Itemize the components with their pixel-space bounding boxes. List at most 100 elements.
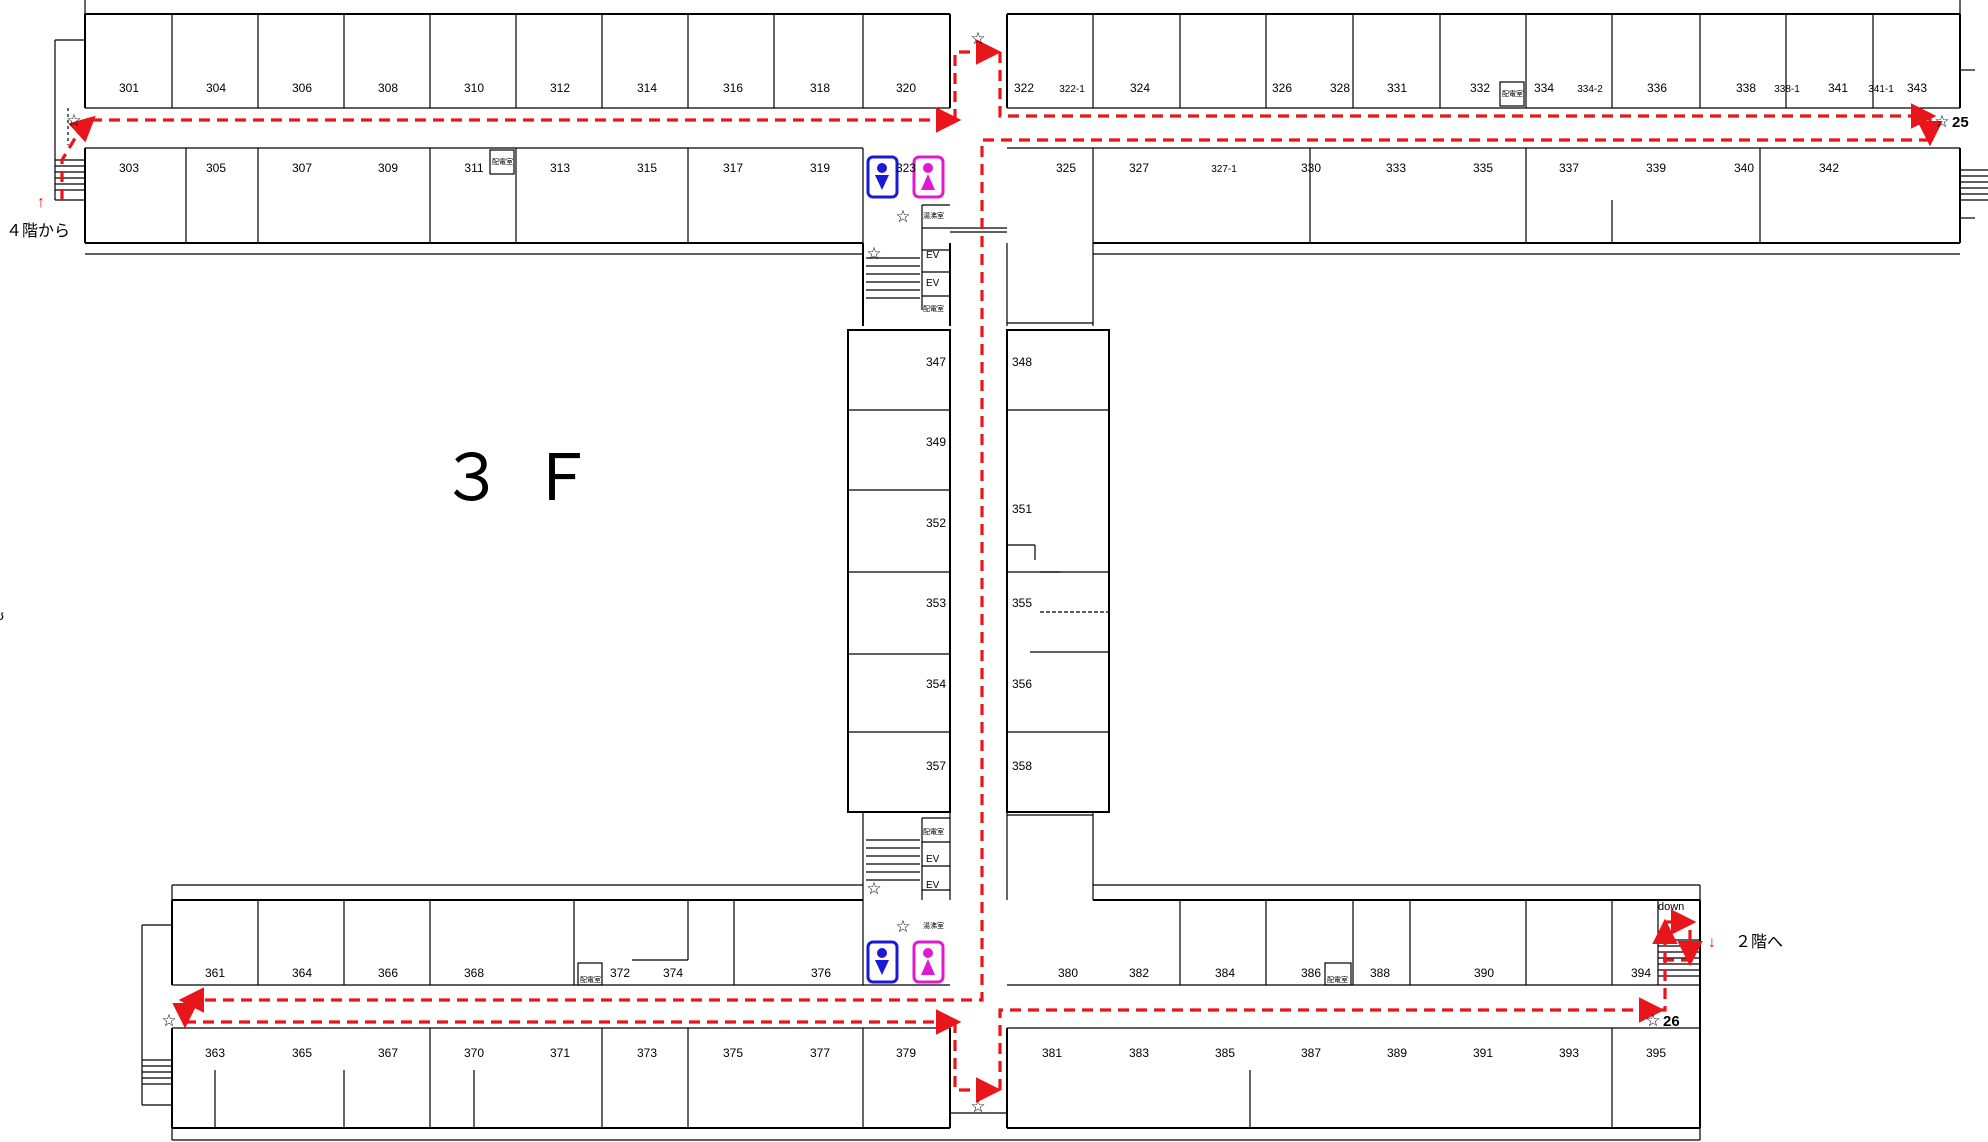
- down-arrow-icon: ↓: [1708, 934, 1716, 951]
- center-wing-walls: [847, 204, 1110, 900]
- room-label-368: 368: [464, 966, 484, 980]
- checkpoint-25: 25: [1952, 114, 1969, 131]
- room-label-320: 320: [896, 81, 916, 95]
- room-label-309: 309: [378, 161, 398, 175]
- utility-room-label: 湯沸室: [923, 211, 944, 220]
- room-label-330: 330: [1301, 161, 1321, 175]
- room-label-363: 363: [205, 1046, 225, 1060]
- room-label-312: 312: [550, 81, 570, 95]
- room-label-364: 364: [292, 966, 312, 980]
- room-label-343: 343: [1907, 81, 1927, 95]
- electric-room-label: 配電室: [923, 827, 944, 836]
- north-wing-walls: [54, 0, 1988, 255]
- room-label-304: 304: [206, 81, 226, 95]
- room-label-303: 303: [119, 161, 139, 175]
- room-label-305: 305: [206, 161, 226, 175]
- star-icon: ☆: [866, 244, 881, 264]
- star-icon: ☆: [895, 207, 910, 227]
- notes: ↑ ４階から ↓ ２階へ down ３Ｆ ʊ: [0, 194, 1783, 951]
- room-label-354: 354: [926, 677, 946, 691]
- room-label-342: 342: [1819, 161, 1839, 175]
- mens-restroom-icon: [866, 940, 899, 984]
- room-label-325: 325: [1056, 161, 1076, 175]
- womens-restroom-icon: [912, 940, 945, 984]
- star-icon: ☆: [1645, 1011, 1660, 1031]
- elevator-label: EV: [926, 250, 940, 261]
- room-label-387: 387: [1301, 1046, 1321, 1060]
- room-label-338: 338: [1736, 81, 1756, 95]
- star-icon: ☆: [866, 879, 881, 899]
- room-label-336: 336: [1647, 81, 1667, 95]
- elevator-label: EV: [926, 880, 940, 891]
- room-label-355: 355: [1012, 596, 1032, 610]
- room-label-375: 375: [723, 1046, 743, 1060]
- room-label-349: 349: [926, 435, 946, 449]
- south-restrooms: [866, 940, 945, 984]
- facility-labels: 湯沸室 EV EV 配電室 配電室 EV EV 湯沸室 配電室 配電室 配電室 …: [492, 89, 1523, 984]
- room-label-307: 307: [292, 161, 312, 175]
- room-label-366: 366: [378, 966, 398, 980]
- from-4f-note: ４階から: [6, 222, 70, 240]
- room-label-341: 341: [1828, 81, 1848, 95]
- star-icon: ☆: [970, 29, 985, 49]
- room-label-339: 339: [1646, 161, 1666, 175]
- room-label-395: 395: [1646, 1046, 1666, 1060]
- room-label-389: 389: [1387, 1046, 1407, 1060]
- electric-room-label: 配電室: [1327, 975, 1348, 984]
- up-arrow-icon: ↑: [37, 194, 45, 211]
- room-label-377: 377: [810, 1046, 830, 1060]
- room-label-341-1: 341-1: [1868, 84, 1894, 95]
- room-label-301: 301: [119, 81, 139, 95]
- room-label-326: 326: [1272, 81, 1292, 95]
- room-label-315: 315: [637, 161, 657, 175]
- room-label-388: 388: [1370, 966, 1390, 980]
- room-label-319: 319: [810, 161, 830, 175]
- room-label-340: 340: [1734, 161, 1754, 175]
- room-label-335: 335: [1473, 161, 1493, 175]
- room-label-316: 316: [723, 81, 743, 95]
- elevator-label: EV: [926, 278, 940, 289]
- room-label-361: 361: [205, 966, 225, 980]
- room-label-391: 391: [1473, 1046, 1493, 1060]
- room-label-324: 324: [1130, 81, 1150, 95]
- room-label-314: 314: [637, 81, 657, 95]
- evacuation-route: [60, 39, 1943, 1103]
- star-icon: ☆: [970, 1097, 985, 1117]
- room-label-322-1: 322-1: [1059, 84, 1085, 95]
- electric-room-label: 配電室: [580, 975, 601, 984]
- room-label-357: 357: [926, 759, 946, 773]
- north-restrooms: [866, 155, 945, 199]
- utility-room-label: 湯沸室: [923, 921, 944, 930]
- route-stars: ☆ ☆ ☆ ☆ ☆ ☆ ☆ ☆ ☆ ☆ 25 26: [66, 29, 1968, 1117]
- room-label-383: 383: [1129, 1046, 1149, 1060]
- room-label-334: 334: [1534, 81, 1554, 95]
- electric-room-label: 配電室: [1502, 89, 1523, 98]
- star-icon: ☆: [1934, 112, 1949, 132]
- room-label-374: 374: [663, 966, 683, 980]
- down-label: down: [1658, 901, 1684, 913]
- room-label-379: 379: [896, 1046, 916, 1060]
- room-label-386: 386: [1301, 966, 1321, 980]
- room-label-348: 348: [1012, 355, 1032, 369]
- room-label-372: 372: [610, 966, 630, 980]
- room-label-332: 332: [1470, 81, 1490, 95]
- room-label-318: 318: [810, 81, 830, 95]
- room-label-333: 333: [1386, 161, 1406, 175]
- room-label-347: 347: [926, 355, 946, 369]
- room-label-373: 373: [637, 1046, 657, 1060]
- room-label-327: 327: [1129, 161, 1149, 175]
- room-label-323: 323: [896, 161, 916, 175]
- room-label-328: 328: [1330, 81, 1350, 95]
- star-icon: ☆: [161, 1011, 176, 1031]
- room-label-353: 353: [926, 596, 946, 610]
- room-label-376: 376: [811, 966, 831, 980]
- room-label-313: 313: [550, 161, 570, 175]
- room-label-356: 356: [1012, 677, 1032, 691]
- room-label-317: 317: [723, 161, 743, 175]
- room-label-310: 310: [464, 81, 484, 95]
- room-label-381: 381: [1042, 1046, 1062, 1060]
- room-label-380: 380: [1058, 966, 1078, 980]
- room-label-370: 370: [464, 1046, 484, 1060]
